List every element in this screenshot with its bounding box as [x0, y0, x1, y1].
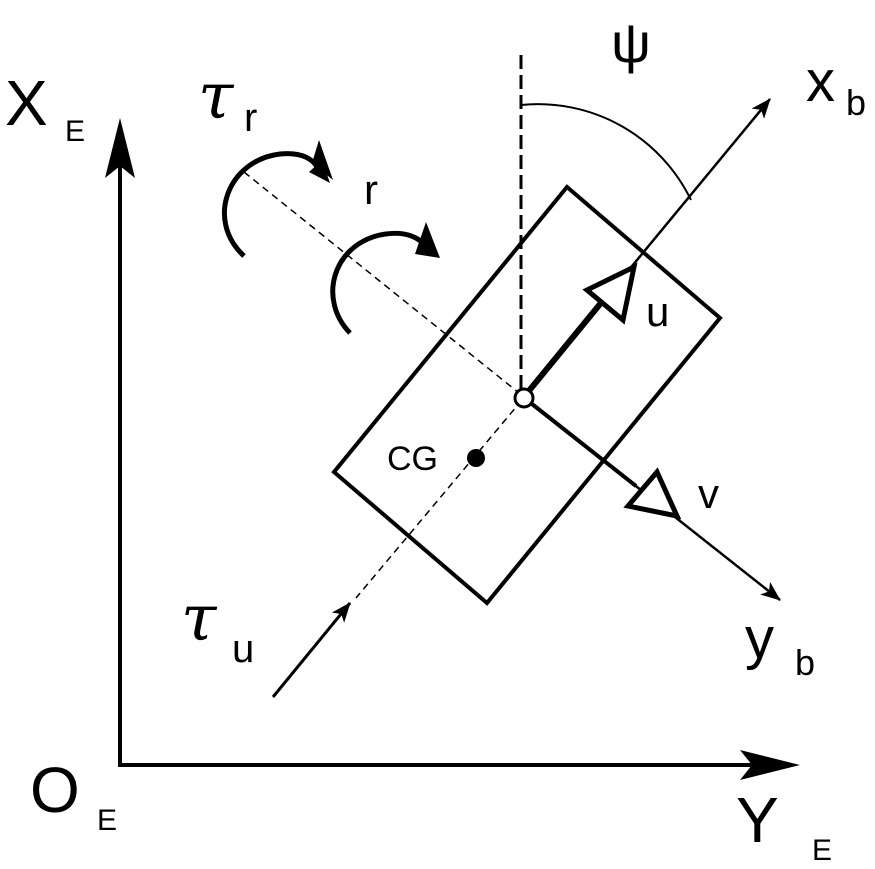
earth-frame: [105, 118, 800, 780]
body-y-axis-label: y: [745, 606, 774, 671]
surge-force-label: τ: [181, 582, 218, 656]
vessel-hull: [331, 184, 723, 606]
yaw-moment-curved-arrow: [221, 151, 321, 258]
earth-x-axis-label: X: [5, 67, 48, 139]
yaw-rate-arrowhead: [415, 222, 440, 258]
earth-x-axis-subscript: E: [65, 115, 85, 148]
earth-y-axis-subscript: E: [812, 834, 832, 867]
surge-force-subscript: u: [232, 627, 254, 671]
cg-marker: [467, 449, 485, 467]
yaw-rate-label: r: [364, 166, 378, 213]
yaw-moment-line: [243, 171, 525, 398]
body-x-axis-subscript: b: [846, 82, 866, 123]
centreline: [355, 399, 523, 599]
surge-velocity-shaft: [525, 296, 608, 394]
yaw-rate-curved-arrow: [330, 230, 426, 335]
body-y-axis-subscript: b: [795, 642, 815, 683]
body-x-axis-label: x: [806, 49, 835, 114]
yaw-moment-label: τ: [198, 60, 235, 134]
yaw-moment-subscript: r: [244, 96, 257, 140]
surge-force-arrow: [271, 602, 352, 698]
surge-velocity-label: u: [646, 288, 669, 335]
heading-angle-label: ψ: [611, 11, 651, 74]
yaw-moment-arrowhead: [309, 140, 333, 183]
sway-velocity-shaft: [530, 402, 638, 488]
body-origin-marker: [513, 387, 535, 409]
earth-y-axis-label: Y: [736, 784, 779, 856]
sway-velocity-label: v: [698, 470, 719, 517]
origin-label: O: [30, 754, 80, 826]
earth-y-axis-arrowhead: [740, 750, 800, 780]
origin-subscript: E: [97, 804, 117, 837]
surge-velocity-arrowhead: [582, 262, 638, 325]
sway-velocity-arrowhead: [623, 467, 682, 520]
cg-label: CG: [387, 440, 438, 478]
earth-x-axis-arrowhead: [105, 118, 135, 178]
heading-angle-arc: [520, 103, 692, 201]
